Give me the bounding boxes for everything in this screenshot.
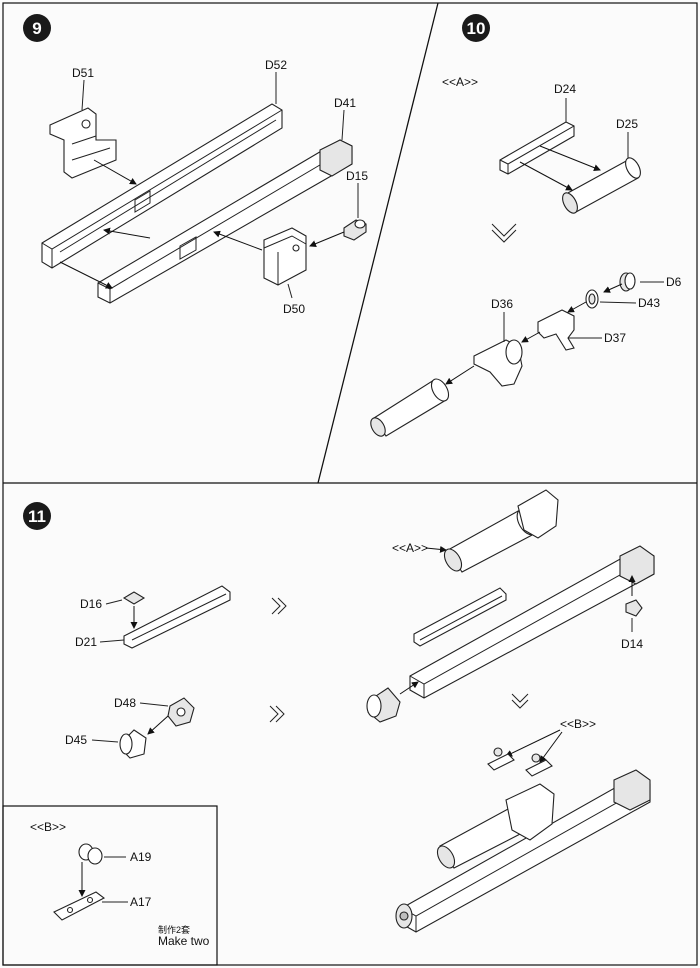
arrow-d43 xyxy=(567,301,587,313)
step-9-drawing: D51 D52 D41 D15 D50 xyxy=(41,58,368,316)
part-d51-bracket xyxy=(49,107,117,179)
part-d41-rail xyxy=(97,139,353,304)
progression-arrow-right-1 xyxy=(271,597,287,615)
arrow-d52-d41 xyxy=(59,261,113,289)
progression-arrow-down xyxy=(491,223,517,243)
arrow-d36 xyxy=(445,365,475,385)
part-d45-drum xyxy=(119,729,147,759)
note-make-two: Make two xyxy=(158,934,210,948)
arrow-d48 xyxy=(147,715,169,735)
arrow-d15 xyxy=(309,231,345,247)
part-b-subassembly-1 xyxy=(487,747,515,771)
arrow-rail-joint xyxy=(103,227,151,239)
step-10-drawing: <<A>> D24 D25 xyxy=(370,75,682,437)
part-d25-cylinder xyxy=(562,157,641,214)
label-d48: D48 xyxy=(114,696,136,710)
label-d25: D25 xyxy=(616,117,638,131)
part-b-subassembly-2 xyxy=(525,753,553,777)
callout-b: <<B>> xyxy=(560,717,596,731)
label-d51: D51 xyxy=(72,66,94,80)
label-d15: D15 xyxy=(346,169,368,183)
arrow-d51 xyxy=(93,159,137,185)
progression-arrow-down-2 xyxy=(511,693,529,709)
part-d16 xyxy=(122,591,146,605)
step-9-number: 9 xyxy=(32,19,41,38)
label-d16: D16 xyxy=(80,597,102,611)
callout-a: <<A>> xyxy=(392,541,428,555)
arrow-d37 xyxy=(521,331,541,343)
part-d36-housing xyxy=(473,339,523,387)
label-d21: D21 xyxy=(75,635,97,649)
arrow-callout-b-2 xyxy=(539,731,563,763)
inset-subassembly-label: <<B>> xyxy=(30,820,66,834)
label-d43: D43 xyxy=(638,296,660,310)
assembly-lower xyxy=(395,769,651,933)
part-d48 xyxy=(167,697,195,727)
label-d52: D52 xyxy=(265,58,287,72)
part-d52-rail xyxy=(41,103,283,269)
step-divider-diagonal xyxy=(317,2,439,484)
part-a17-plate xyxy=(53,891,106,921)
arrow-end-cap xyxy=(399,681,419,695)
label-a17: A17 xyxy=(130,895,152,909)
inset-b-drawing: <<B>> A19 A17 制作2套 Make two xyxy=(30,820,210,948)
arrow-callout-b-1 xyxy=(505,729,561,757)
part-d50-bracket xyxy=(263,227,307,286)
step-10-number: 10 xyxy=(467,19,486,38)
arrow-d24-d25 xyxy=(519,161,573,191)
label-d50: D50 xyxy=(283,302,305,316)
label-d37: D37 xyxy=(604,331,626,345)
label-d45: D45 xyxy=(65,733,87,747)
label-d36: D36 xyxy=(491,297,513,311)
label-a19: A19 xyxy=(130,850,152,864)
label-d6: D6 xyxy=(666,275,682,289)
part-d15 xyxy=(343,219,367,241)
part-a19-knob xyxy=(78,843,103,865)
step-11-drawing: D16 D21 D48 D45 <<A>> xyxy=(65,489,655,933)
assembly-upper xyxy=(366,489,655,723)
part-d21-rail xyxy=(123,585,231,649)
arrow-d50 xyxy=(213,230,263,251)
part-d37-bracket xyxy=(537,309,575,351)
arrow-d6 xyxy=(603,283,623,293)
step-11-badge: 11 xyxy=(23,502,51,530)
label-d24: D24 xyxy=(554,82,576,96)
arrow-d24-d25-b xyxy=(539,145,601,172)
part-d6-cap xyxy=(619,272,636,292)
label-subassembly-a: <<A>> xyxy=(442,75,478,89)
step-10-badge: 10 xyxy=(462,14,490,42)
part-d24-rail xyxy=(499,121,575,175)
label-d41: D41 xyxy=(334,96,356,110)
progression-arrow-right-2 xyxy=(269,705,285,723)
step-9-badge: 9 xyxy=(23,14,51,42)
inset-frame xyxy=(2,805,218,966)
arrow-callout-a xyxy=(425,545,447,553)
note-chinese: 制作2套 xyxy=(158,924,190,935)
label-d14: D14 xyxy=(621,637,643,651)
step-11-number: 11 xyxy=(28,507,46,526)
part-d43-ring xyxy=(585,289,599,309)
part-cylinder-body xyxy=(370,378,450,437)
